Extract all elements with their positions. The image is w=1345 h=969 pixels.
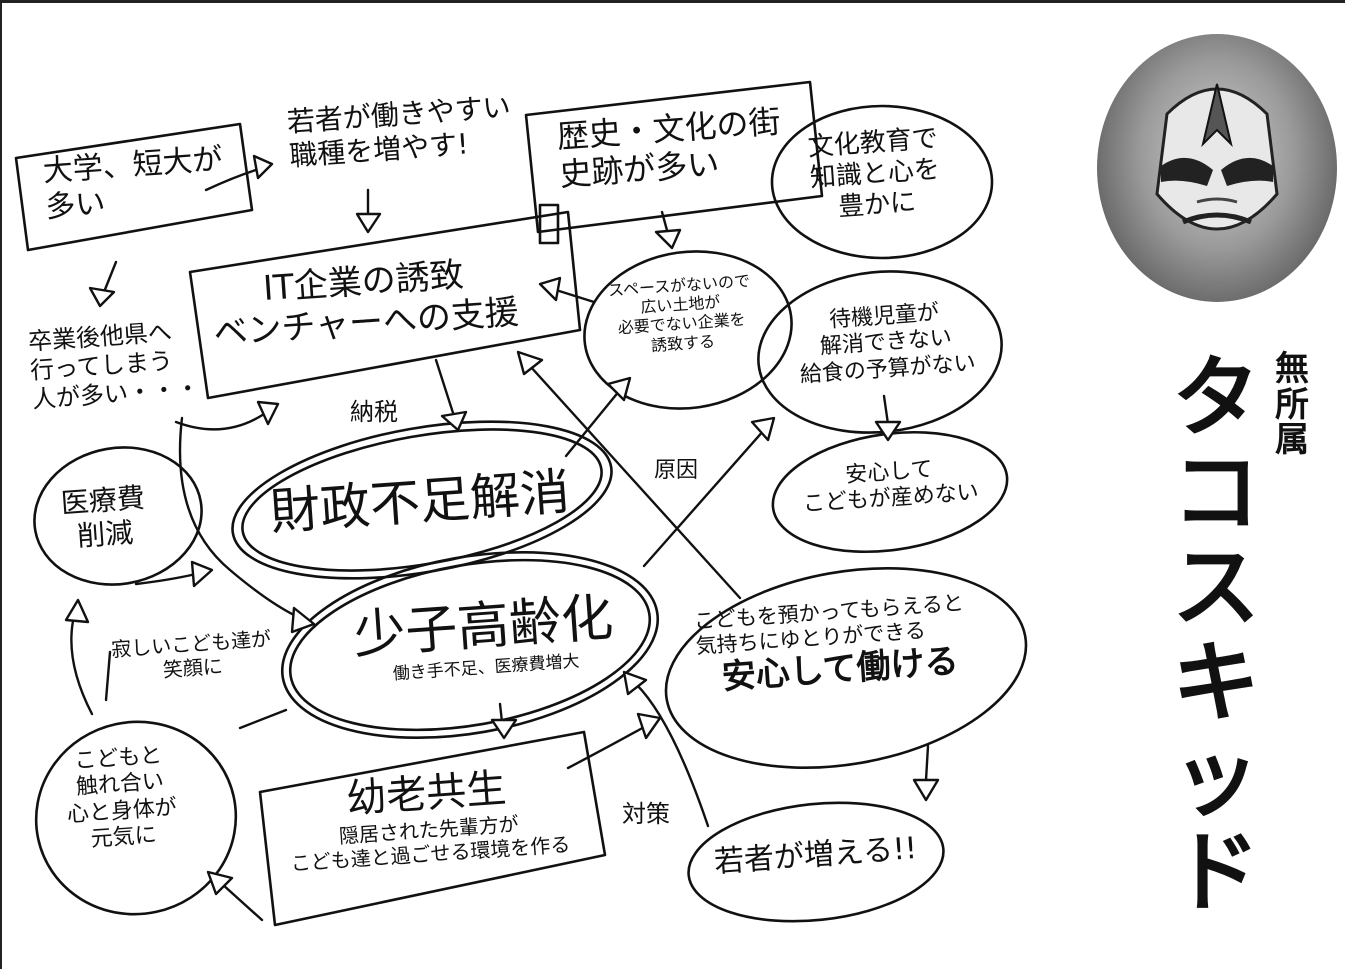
arrow-aftergrad-to-aging — [178, 416, 316, 634]
node-medical-line2: 削減 — [76, 515, 135, 553]
node-history: 歴史・文化の街 史跡が多い — [556, 102, 785, 194]
node-space: スペースがないので 広い土地が 必要でない企業を 誘致する — [607, 271, 754, 357]
arrow-aftergrad-to-it — [174, 400, 280, 431]
ellipse-kids-touch — [34, 720, 238, 916]
profile-affiliation: 無所属 — [1275, 349, 1309, 461]
box-history — [524, 80, 824, 234]
ellipse-medical — [33, 446, 203, 586]
label-measure: 対策 — [622, 800, 670, 828]
ellipse-youth-up — [687, 801, 945, 923]
line-lonely-bracket — [104, 650, 288, 730]
arrow-finance-to-space — [564, 376, 632, 458]
box-university — [14, 122, 254, 252]
ellipse-relief — [664, 567, 1028, 769]
arrow-youth-to-aging — [622, 670, 710, 828]
masked-wrestler-icon — [1155, 83, 1279, 231]
ellipse-space — [583, 250, 793, 410]
arrow-university-to-aftergrad — [88, 260, 118, 308]
arrow-space-to-it — [538, 276, 596, 304]
arrow-kids-to-medical — [64, 598, 94, 716]
node-medical-line1: 医療費 — [59, 481, 146, 520]
arrow-it-to-finance — [434, 358, 468, 432]
node-kids-touch: こどもと 触れ合い 心と身体が 元気に — [62, 742, 179, 855]
arrow-coexist-to-relief — [566, 712, 662, 770]
box-overlap-mark — [538, 203, 560, 245]
ellipse-culture-edu — [770, 104, 994, 260]
node-medical: 医療費 削減 — [60, 481, 148, 554]
ellipse-no-children — [771, 430, 1009, 554]
node-culture-edu: 文化教育で 知識と心を 豊かに — [807, 124, 943, 226]
profile-name: タコスキッド — [1171, 345, 1260, 925]
label-tax: 納税 — [350, 398, 398, 426]
arrow-aging-to-waiting — [642, 416, 776, 568]
arrow-history-to-space — [654, 210, 682, 250]
node-after-grad: 卒業後他県へ 行ってしまう 人が多い・・・ — [27, 316, 201, 414]
arrow-jobs-to-it — [355, 188, 382, 234]
box-it-support — [188, 210, 582, 400]
node-university: 大学、短大が 多い — [42, 142, 227, 226]
arrow-waiting-to-nochildren — [874, 394, 902, 442]
node-waiting: 待機児童が 解消できない 給食の予算がない — [795, 298, 976, 389]
box-coexist — [258, 730, 607, 927]
ellipse-aging-outer — [280, 550, 660, 740]
arrow-medical-to-aging — [134, 560, 214, 588]
profile-photo — [1097, 34, 1337, 302]
arrow-relief-to-it — [516, 350, 742, 600]
arrow-coexist-to-kids — [206, 870, 264, 922]
ellipse-aging-inner — [288, 558, 652, 732]
arrow-university-to-jobs — [204, 154, 274, 192]
arrow-aging-to-coexist — [490, 702, 518, 740]
node-relief: こどもを預かってもらえると 気持ちにゆとりができる 安心して働ける — [693, 591, 969, 701]
arrow-relief-to-youth — [912, 744, 940, 802]
node-coexist: 幼老共生 隠居された先輩方が こども達と過ごせる環境を作る — [285, 760, 571, 876]
label-cause: 原因 — [654, 458, 699, 483]
